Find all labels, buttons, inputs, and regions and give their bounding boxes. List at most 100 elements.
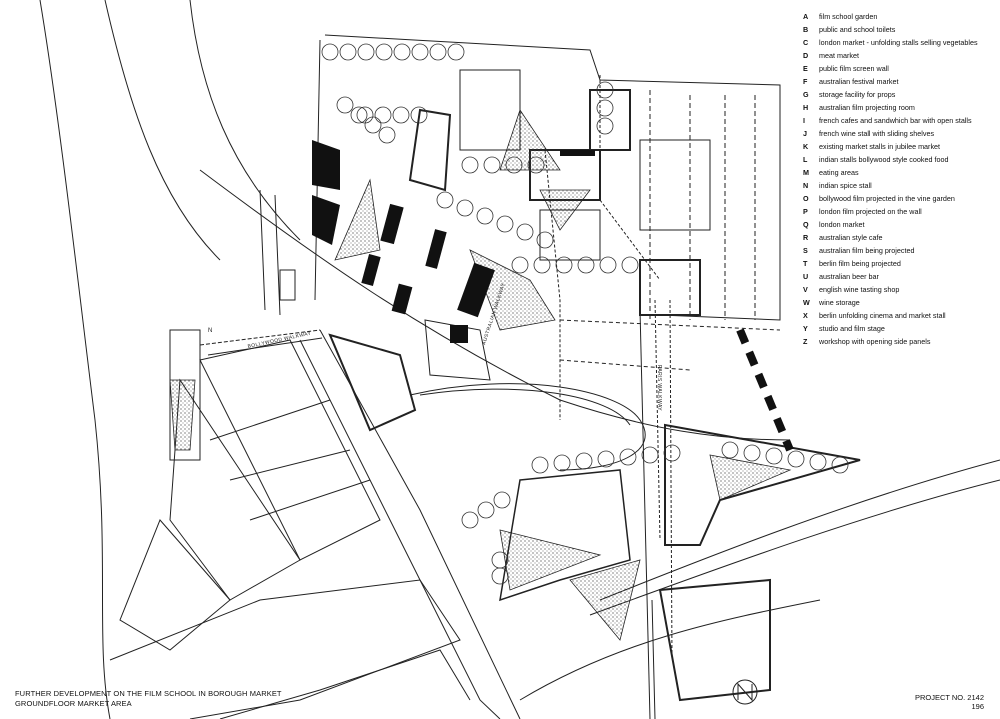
legend-key: K (803, 142, 809, 151)
tree-icon (374, 106, 392, 124)
legend-key: G (803, 90, 809, 99)
legend-label: studio and film stage (819, 324, 885, 333)
legend-key: J (803, 129, 807, 138)
legend-key: O (803, 194, 809, 203)
legend-label: wine storage (819, 298, 860, 307)
site-boundary-curve (39, 0, 111, 719)
legend-key: U (803, 272, 809, 281)
tree-icon (436, 191, 454, 209)
north-arrow-icon (732, 679, 758, 705)
tree-icon (743, 444, 761, 462)
tree-icon (378, 126, 396, 144)
market-outline (324, 34, 781, 321)
tree-icon (483, 156, 501, 174)
north-label: N (208, 328, 212, 334)
legend-label: meat market (819, 51, 859, 60)
legend-key: X (803, 311, 808, 320)
legend-key: Z (803, 337, 808, 346)
railway-viaduct-curve (199, 169, 791, 441)
tree-icon (461, 511, 479, 529)
caption-subtitle: GROUNDFLOOR MARKET AREA (15, 699, 132, 708)
tree-icon (511, 256, 529, 274)
tree-icon (393, 43, 411, 61)
tree-icon (357, 43, 375, 61)
legend-key: H (803, 103, 809, 112)
tree-icon (476, 207, 494, 225)
tree-icon (596, 81, 614, 99)
legend-key: T (803, 259, 808, 268)
tree-icon (375, 43, 393, 61)
tree-icon (447, 43, 465, 61)
legend-key: Y (803, 324, 808, 333)
caption-title: FURTHER DEVELOPMENT ON THE FILM SCHOOL I… (15, 689, 282, 698)
project-number: PROJECT NO. 2142 (914, 693, 984, 702)
tree-icon (411, 43, 429, 61)
tree-icon (596, 117, 614, 135)
tree-icon (321, 43, 339, 61)
tree-icon (356, 106, 374, 124)
page-number: 196 (971, 702, 984, 711)
tree-icon (350, 106, 368, 124)
tree-icon (461, 156, 479, 174)
tree-icon (505, 156, 523, 174)
tree-icon (364, 116, 382, 134)
legend-label: public and school toilets (819, 25, 896, 34)
tree-icon (663, 444, 681, 462)
legend-label: berlin film being projected (819, 259, 901, 268)
tree-icon (809, 453, 827, 471)
legend-key: M (803, 168, 809, 177)
street-label-paris: PARIS WALKWAY (656, 365, 662, 411)
tree-icon (336, 96, 354, 114)
legend-label: existing market stalls in jubilee market (819, 142, 941, 151)
legend-label: english wine tasting shop (819, 285, 900, 294)
tree-icon (477, 501, 495, 519)
tree-icon (516, 223, 534, 241)
legend-key: A (803, 12, 809, 21)
legend-label: storage facility for props (819, 90, 896, 99)
legend-label: australian film projecting room (819, 103, 915, 112)
legend-label: french cafes and sandwhich bar with open… (819, 116, 972, 125)
tree-icon (553, 454, 571, 472)
stippled-area (334, 178, 381, 261)
legend-label: workshop with opening side panels (819, 337, 931, 346)
project-info: PROJECT NO. 2142 196 (915, 693, 984, 711)
tree-icon (410, 106, 428, 124)
solid-block (312, 140, 340, 190)
tree-icon (596, 99, 614, 117)
legend-key: N (803, 181, 809, 190)
legend-key: R (803, 233, 809, 242)
tree-icon (721, 441, 739, 459)
tree-icon (621, 256, 639, 274)
legend-key: E (803, 64, 808, 73)
tree-icon (787, 450, 805, 468)
street-label-bollywood: BOLLYWOOD WALKWAY (247, 331, 312, 350)
tree-icon (597, 450, 615, 468)
tree-icon (831, 456, 849, 474)
legend-key: W (803, 298, 810, 307)
tree-icon (765, 447, 783, 465)
tree-icon (577, 256, 595, 274)
tree-icon (429, 43, 447, 61)
legend-key: I (803, 116, 805, 125)
legend-label: australian film being projected (819, 246, 915, 255)
tree-icon (339, 43, 357, 61)
legend-label: australian festival market (819, 77, 899, 86)
